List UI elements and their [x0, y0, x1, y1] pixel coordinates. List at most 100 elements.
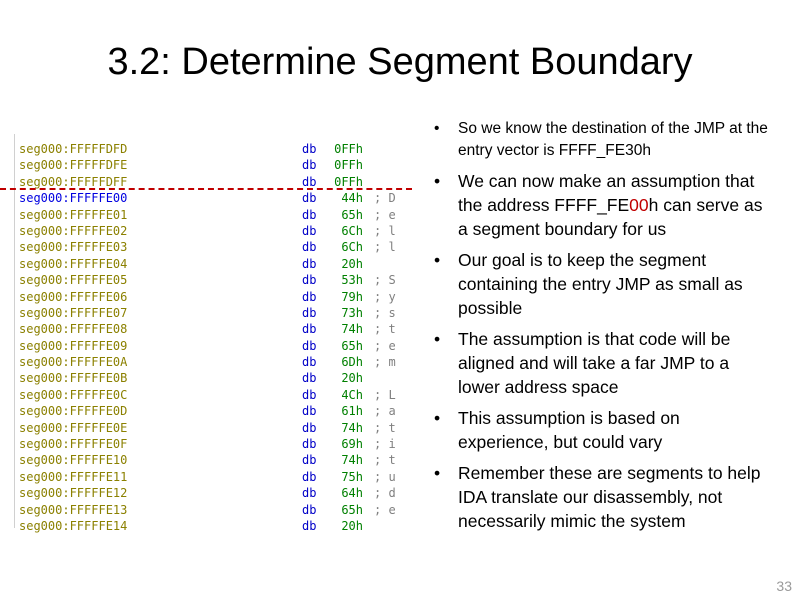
address-label: seg000:FFFFFE0D — [19, 404, 128, 419]
byte-value: 75h — [341, 469, 363, 484]
address-label: seg000:FFFFFDFE — [19, 158, 128, 173]
address-label: seg000:FFFFFE03 — [19, 240, 128, 255]
directive: db — [302, 502, 317, 517]
char-comment: ; e — [374, 338, 396, 353]
address-label: seg000:FFFFFE07 — [19, 305, 128, 320]
byte-value: 79h — [341, 289, 363, 304]
byte-value: 74h — [341, 453, 363, 468]
address-label: seg000:FFFFFE06 — [19, 289, 128, 304]
char-comment: ; d — [374, 486, 396, 501]
listing-row[interactable]: seg000:FFFFFE0E db 74h ; t — [15, 420, 401, 436]
directive: db — [302, 322, 317, 337]
char-comment: ; L — [374, 387, 396, 402]
directive: db — [302, 174, 317, 189]
bullet-text: h can serve as a segment boundary for us — [458, 195, 763, 239]
char-comment: ; e — [374, 502, 396, 517]
byte-value: 65h — [341, 502, 363, 517]
byte-value: 69h — [341, 437, 363, 452]
char-comment: ; m — [374, 355, 396, 370]
address-label: seg000:FFFFFDFF — [19, 174, 128, 189]
bullet-item: • So we know the destination of the JMP … — [432, 118, 772, 162]
address-label: seg000:FFFFFE10 — [19, 453, 128, 468]
char-comment: ; l — [374, 240, 396, 255]
address-label: seg000:FFFFFE0B — [19, 371, 128, 386]
byte-value: 0FFh — [334, 142, 363, 156]
byte-value: 0FFh — [334, 174, 363, 189]
address-label: seg000:FFFFFE0C — [19, 387, 128, 402]
address-label: seg000:FFFFFE14 — [19, 518, 128, 533]
directive: db — [302, 240, 317, 255]
bullet-item: • This assumption is based on experience… — [432, 406, 772, 454]
address-label: seg000:FFFFFE09 — [19, 338, 128, 353]
listing-row[interactable]: seg000:FFFFFE07 db 73h ; s — [15, 305, 401, 321]
directive: db — [302, 207, 317, 222]
byte-value: 65h — [341, 207, 363, 222]
byte-value: 65h — [341, 338, 363, 353]
byte-value: 4Ch — [341, 387, 363, 402]
char-comment: ; t — [374, 420, 396, 435]
char-comment: ; l — [374, 223, 396, 238]
address-label: seg000:FFFFFE02 — [19, 223, 128, 238]
slide-title: 3.2: Determine Segment Boundary — [107, 41, 693, 83]
char-comment: ; e — [374, 207, 396, 222]
char-comment: ; i — [374, 437, 396, 452]
address-label: seg000:FFFFFE0F — [19, 437, 128, 452]
directive: db — [302, 338, 317, 353]
directive: db — [302, 469, 317, 484]
byte-value: 20h — [341, 256, 363, 271]
char-comment: ; y — [374, 289, 396, 304]
char-comment: ; s — [374, 305, 396, 320]
byte-value: 74h — [341, 420, 363, 435]
listing-row[interactable]: seg000:FFFFFDFF db 0FFh — [15, 174, 401, 190]
char-comment: ; a — [374, 404, 396, 419]
listing-row[interactable]: seg000:FFFFFE0F db 69h ; i — [15, 436, 401, 452]
bullet-item: • The assumption is that code will be al… — [432, 327, 772, 399]
bullet-text: The assumption is that code will be alig… — [458, 329, 731, 397]
bullet-item: • Our goal is to keep the segment contai… — [432, 248, 772, 320]
listing-row[interactable]: seg000:FFFFFE09 db 65h ; e — [15, 338, 401, 354]
directive: db — [302, 305, 317, 320]
byte-value: 74h — [341, 322, 363, 337]
bullet-item: • Remember these are segments to help ID… — [432, 461, 772, 533]
directive: db — [302, 273, 317, 288]
directive: db — [302, 437, 317, 452]
address-label: seg000:FFFFFE0E — [19, 420, 128, 435]
byte-value: 61h — [341, 404, 363, 419]
address-label: seg000:FFFFFE05 — [19, 273, 128, 288]
bullet-item: • We can now make an assumption that the… — [432, 169, 772, 241]
bullet-icon: • — [434, 408, 441, 428]
address-label: seg000:FFFFFE00 — [19, 191, 128, 206]
bullet-list: • So we know the destination of the JMP … — [432, 118, 772, 540]
bullet-text: We can now make an assumption that the a… — [458, 171, 755, 215]
highlighted-offset: 00 — [629, 195, 649, 215]
bullet-icon: • — [434, 171, 441, 191]
byte-value: 73h — [341, 305, 363, 320]
bullet-icon: • — [434, 329, 441, 349]
address-label: seg000:FFFFFDFD — [19, 142, 128, 156]
directive: db — [302, 453, 317, 468]
directive: db — [302, 420, 317, 435]
segment-boundary-line — [0, 188, 412, 190]
byte-value: 20h — [341, 371, 363, 386]
directive: db — [302, 355, 317, 370]
address-label: seg000:FFFFFE12 — [19, 486, 128, 501]
